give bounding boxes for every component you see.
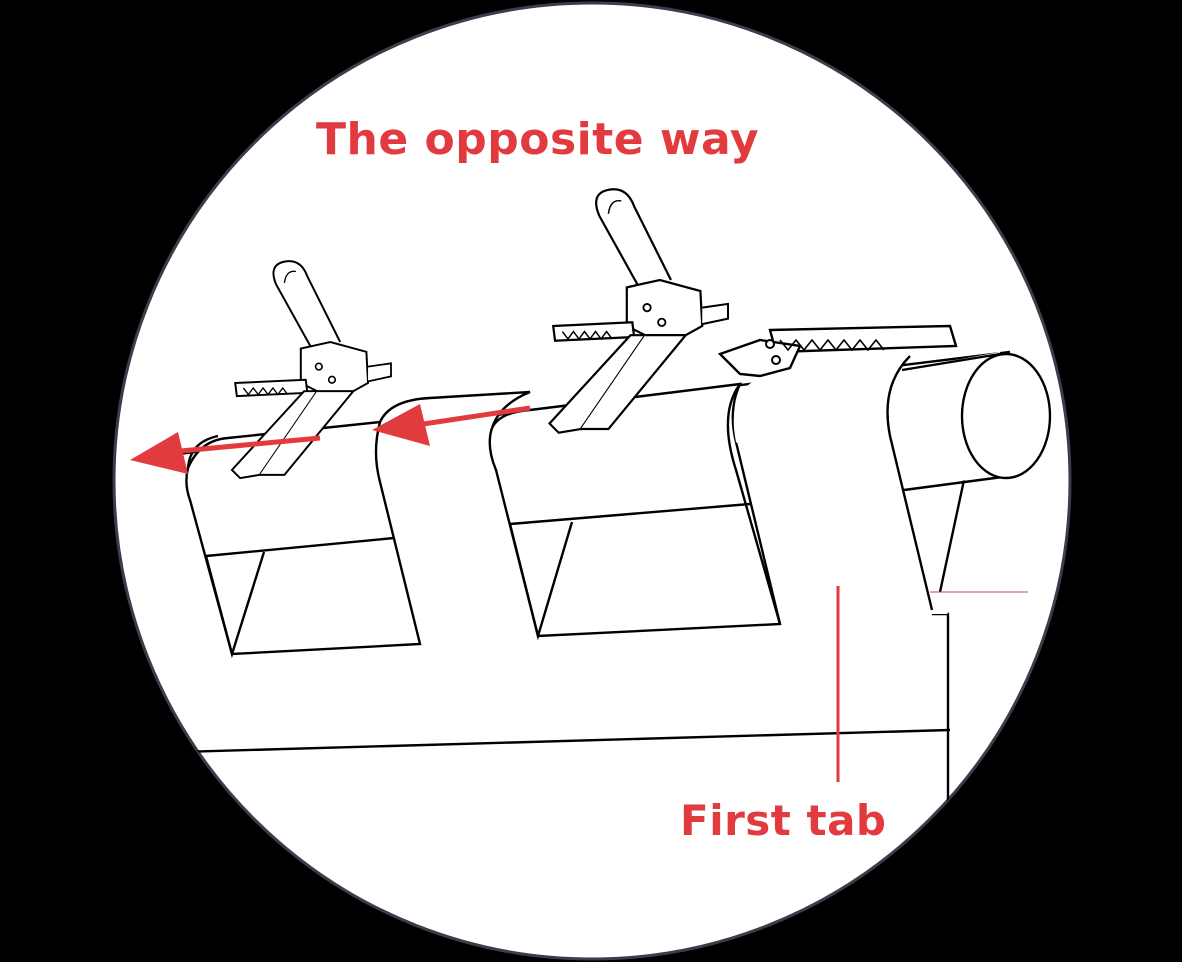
first-tab-label: First tab [680, 796, 887, 845]
arrow-left-direction [130, 432, 321, 474]
clip-hook-first-tab [717, 324, 958, 378]
diagram-title: The opposite way [316, 114, 760, 165]
arrow-middle-direction [372, 404, 531, 446]
